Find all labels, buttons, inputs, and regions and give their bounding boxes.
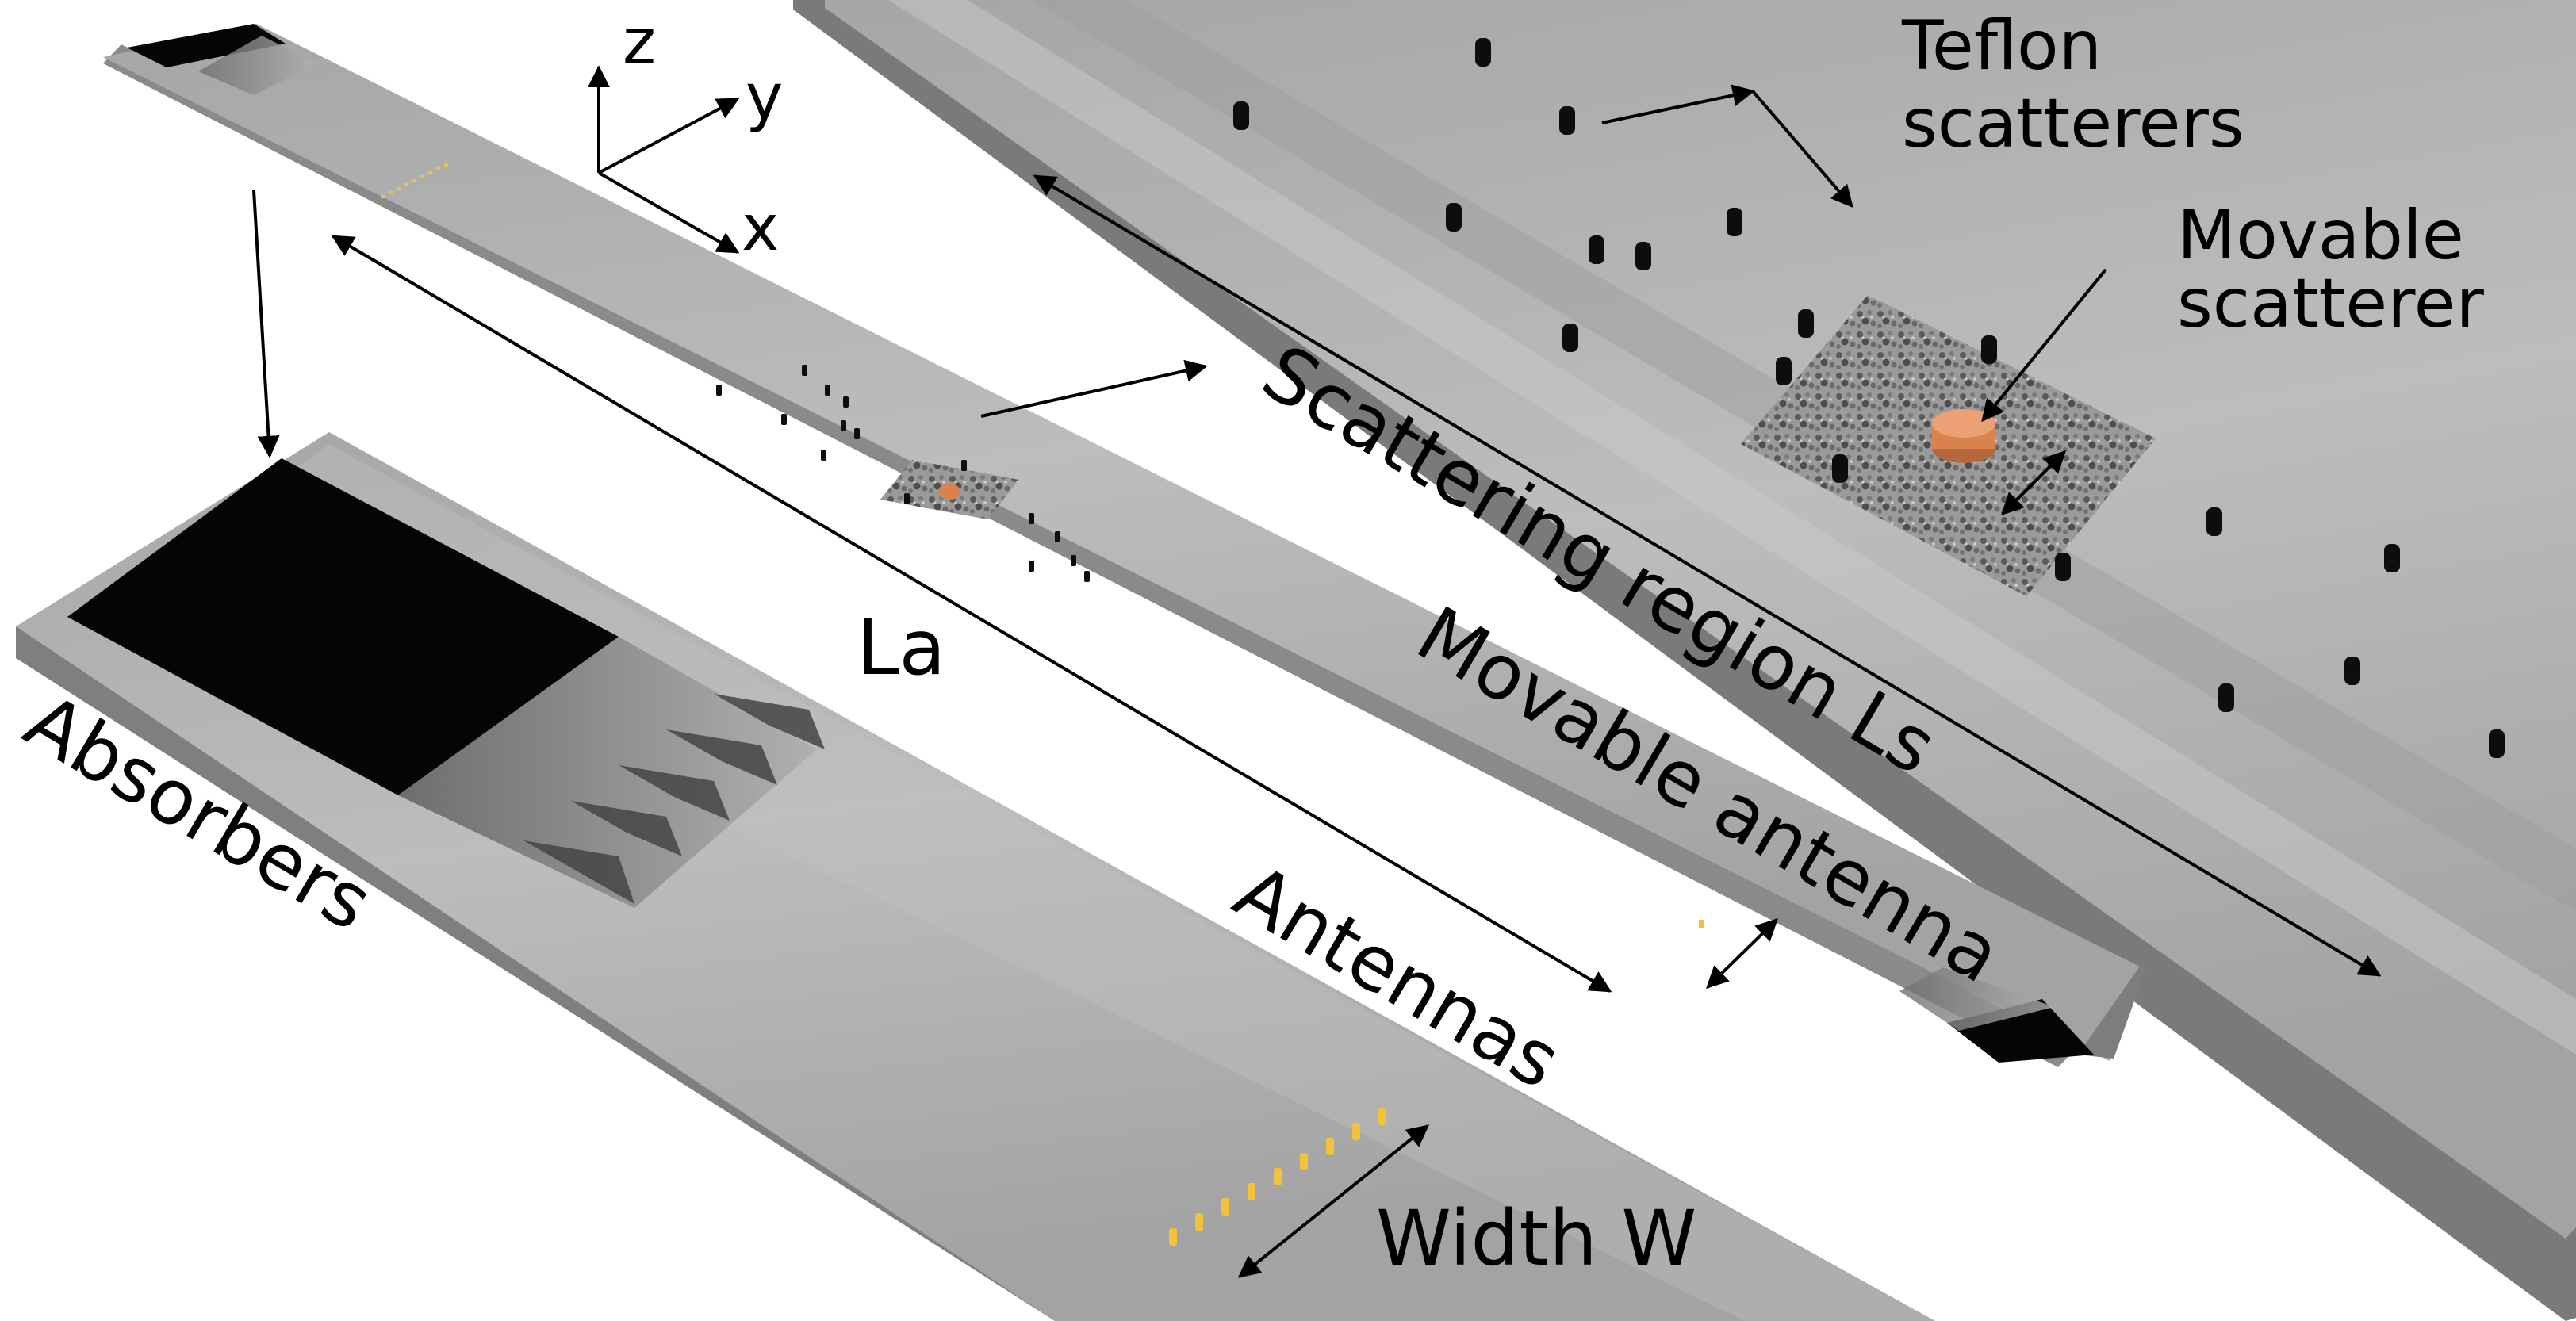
arrow-movable-antenna xyxy=(1705,918,1779,989)
annotation-arrows xyxy=(252,84,2382,1278)
arrow-absorbers xyxy=(252,190,280,458)
movable-scatterer-label-line2: scatterer xyxy=(2177,264,2485,343)
arrow-teflon-1 xyxy=(1601,84,1755,124)
axis-y-label: y xyxy=(746,60,783,134)
absorber-top-left xyxy=(127,24,286,67)
antennas-small xyxy=(381,163,448,198)
arrow-scattering-region xyxy=(1033,174,2382,977)
teflon-label-line1: Teflon xyxy=(1901,6,2102,86)
width-label: Width W xyxy=(1376,1194,1696,1283)
copper-scatterer-small xyxy=(938,484,960,500)
movable-scatterer-label-line1: Movable xyxy=(2177,196,2464,275)
movable-antenna-marker xyxy=(1699,920,1704,928)
axis-x-label: x xyxy=(742,191,779,265)
teflon-label-line2: scatterers xyxy=(1902,84,2244,163)
axis-z-label: z xyxy=(623,5,656,78)
la-label: La xyxy=(857,603,945,692)
arrow-zoom xyxy=(980,359,1208,418)
arrow-width xyxy=(1237,1124,1430,1278)
